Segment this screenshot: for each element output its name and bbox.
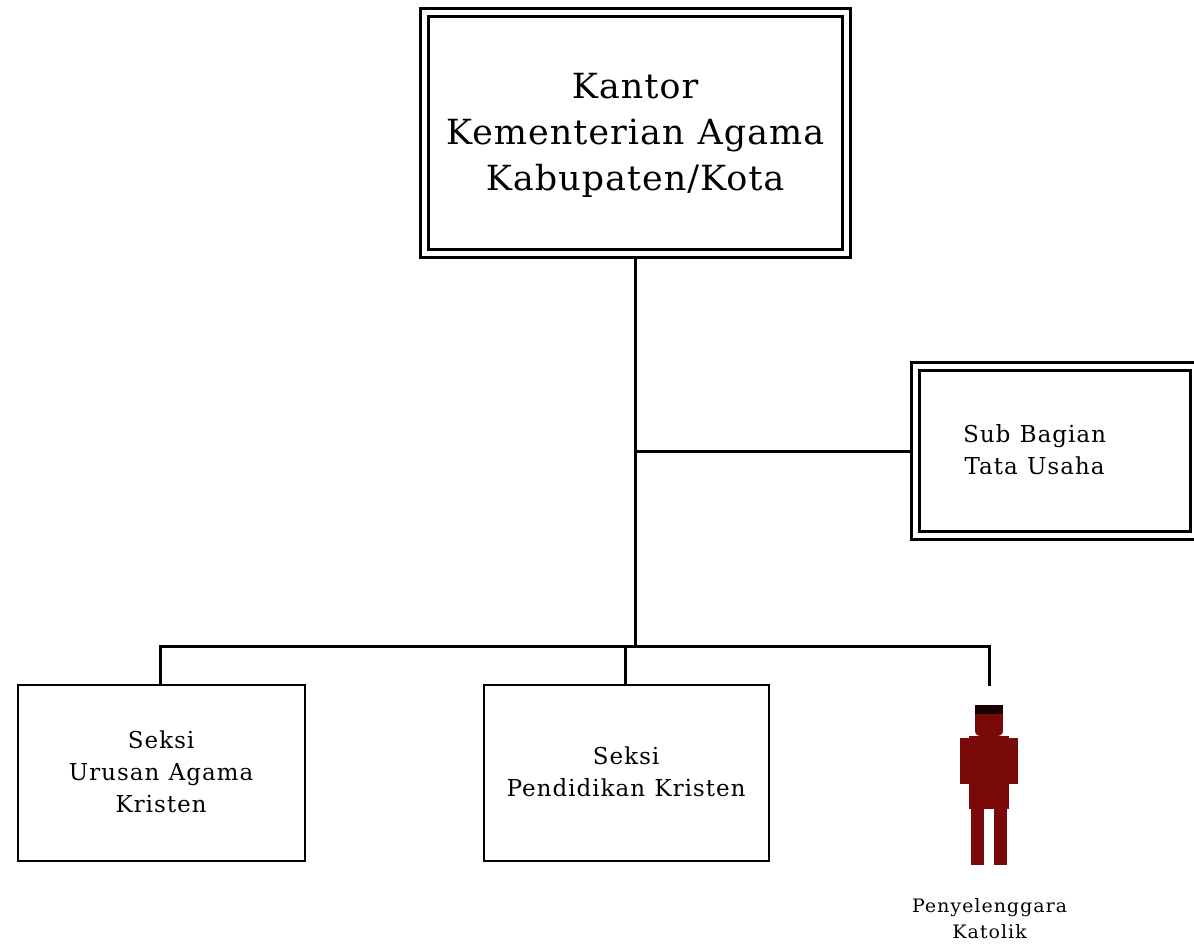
- tata-usaha-line-1: Sub Bagian: [963, 422, 1107, 448]
- penyelenggara-line-1: Penyelenggara: [911, 895, 1068, 917]
- head-office-line-3: Kabupaten/Kota: [485, 159, 786, 199]
- head-office-box: Kantor Kementerian Agama Kabupaten/Kota: [419, 7, 852, 259]
- connector-drop-urusan: [159, 645, 162, 685]
- connector-head-trunk: [634, 258, 637, 646]
- sub-bagian-tata-usaha-box: Sub Bagian Tata Usaha: [910, 361, 1194, 541]
- head-office-line-1: Kantor: [571, 67, 700, 107]
- person-icon: [930, 686, 1048, 868]
- seksi-urusan-line-2: Urusan Agama: [68, 760, 255, 786]
- connector-staff-branch: [636, 450, 912, 453]
- penyelenggara-katolik-label: Penyelenggara Katolik: [880, 893, 1100, 945]
- connector-drop-pendidikan: [624, 645, 627, 685]
- seksi-pendidikan-kristen-box: Seksi Pendidikan Kristen: [483, 684, 770, 862]
- head-office-line-2: Kementerian Agama: [445, 113, 826, 153]
- seksi-pendidikan-line-1: Seksi: [592, 744, 661, 770]
- connector-bottom-bar: [159, 645, 991, 648]
- penyelenggara-line-2: Katolik: [952, 921, 1028, 943]
- tata-usaha-line-2: Tata Usaha: [964, 454, 1106, 480]
- seksi-urusan-agama-kristen-box: Seksi Urusan Agama Kristen: [17, 684, 306, 862]
- connector-drop-penyelenggara: [988, 645, 991, 690]
- seksi-urusan-line-3: Kristen: [115, 792, 208, 818]
- seksi-pendidikan-line-2: Pendidikan Kristen: [506, 776, 747, 802]
- seksi-urusan-line-1: Seksi: [127, 728, 196, 754]
